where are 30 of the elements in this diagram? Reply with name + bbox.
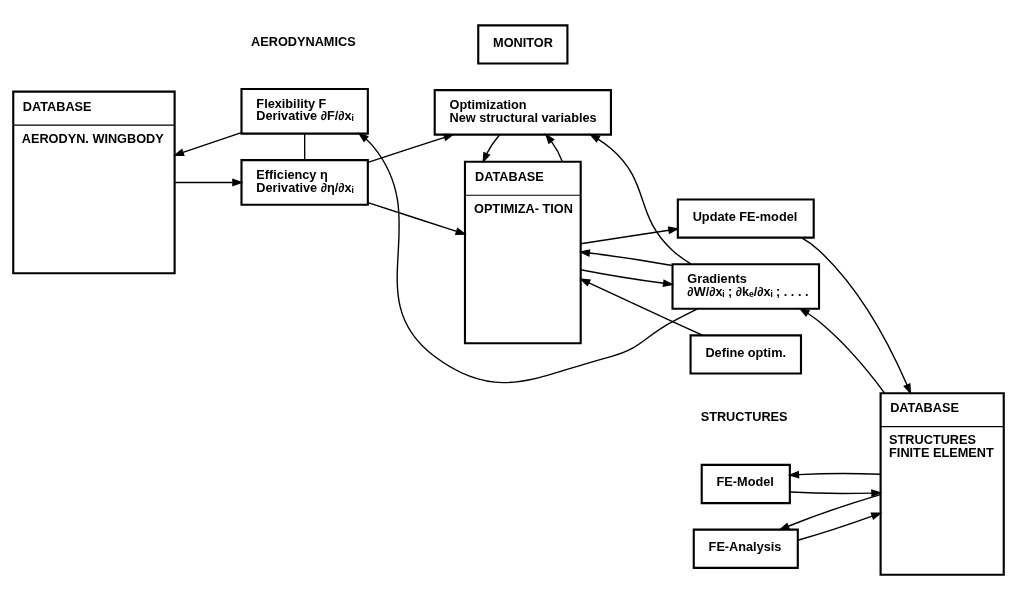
arrow <box>366 201 467 235</box>
arrow <box>796 511 882 541</box>
arrow <box>777 493 881 530</box>
connector <box>303 132 305 161</box>
arrow <box>544 132 563 162</box>
node-box: Efficiency η Derivative ∂η/∂xᵢ <box>239 158 369 206</box>
arrow <box>366 133 455 163</box>
arrow <box>357 131 698 383</box>
arrow <box>788 488 882 497</box>
node-box: MONITOR <box>476 23 568 65</box>
arrow <box>578 248 673 266</box>
label: AERODYNAMICS <box>250 33 356 49</box>
arrow <box>578 277 703 336</box>
arrow <box>579 225 679 244</box>
arrow <box>579 268 674 287</box>
node-box: FE-Model <box>700 463 791 504</box>
node-box: Optimization New structural variables <box>433 88 612 136</box>
arrow <box>588 133 692 265</box>
node-box: Update FE-model <box>676 197 815 239</box>
arrow <box>798 307 885 394</box>
arrow <box>787 470 881 479</box>
node-box: Gradients ∂W/∂xᵢ ; ∂kₑ/∂xᵢ ; . . . . <box>670 262 820 310</box>
arrow <box>800 236 911 395</box>
arrow <box>173 178 243 186</box>
label: STRUCTURES <box>700 408 788 424</box>
node-box: Define optim. <box>689 333 802 375</box>
node-box: FE-Analysis <box>692 528 799 569</box>
arrow <box>481 133 500 164</box>
node-box: Flexibility F Derivative ∂F/∂xᵢ <box>239 87 369 135</box>
arrow <box>172 131 242 156</box>
